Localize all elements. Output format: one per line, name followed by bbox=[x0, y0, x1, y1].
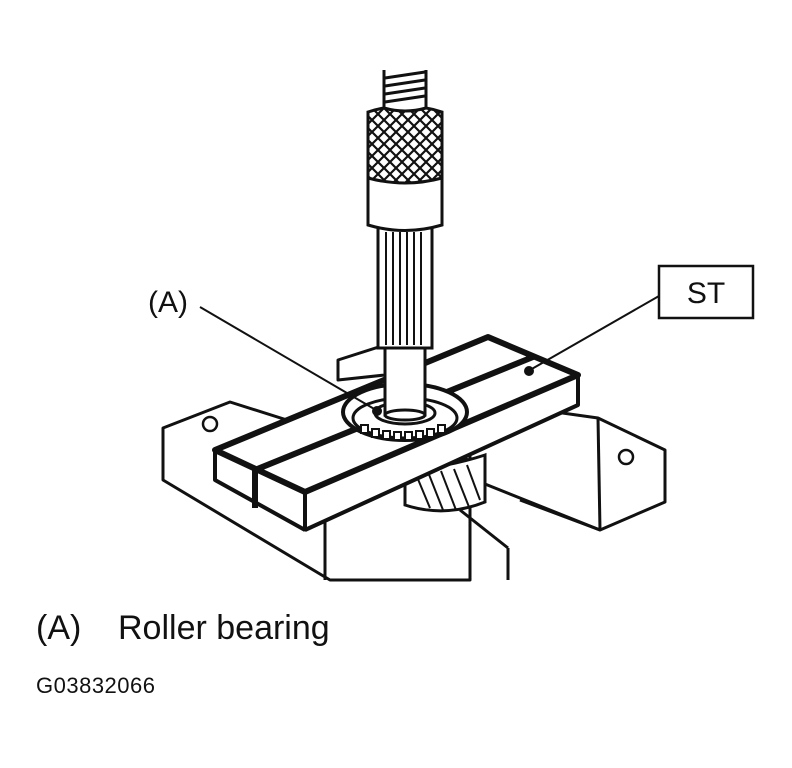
caption-key: (A) bbox=[36, 609, 82, 647]
figure-code: G03832066 bbox=[36, 673, 156, 698]
press-spindle bbox=[366, 70, 444, 422]
callout-leaders bbox=[199, 295, 660, 416]
caption-text: Roller bearing bbox=[118, 609, 330, 647]
figure-caption: (A) Roller bearing bbox=[36, 606, 330, 650]
st-label: ST bbox=[687, 277, 725, 310]
bolt-hole-right-icon bbox=[617, 448, 635, 466]
bearing-press-diagram: ST (A) bbox=[148, 70, 755, 582]
st-label-box bbox=[657, 264, 755, 320]
bolt-hole-left-icon bbox=[201, 415, 219, 433]
callout-a-label: (A) bbox=[148, 286, 188, 319]
